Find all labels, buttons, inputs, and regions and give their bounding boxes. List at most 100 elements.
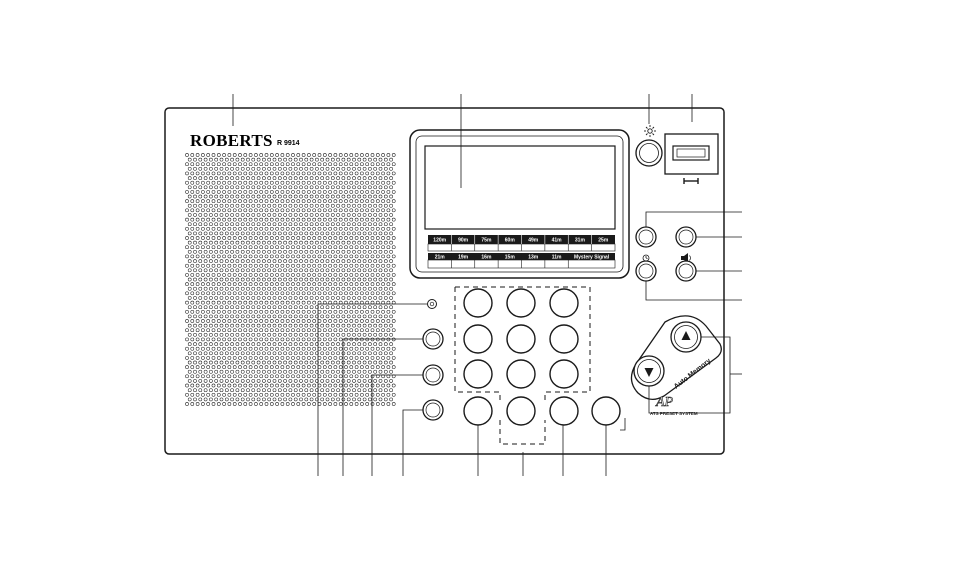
grille-hole bbox=[211, 236, 216, 240]
grille-hole bbox=[328, 402, 332, 406]
grille-hole bbox=[280, 226, 285, 231]
grille-hole bbox=[357, 185, 362, 190]
grille-hole bbox=[216, 190, 221, 194]
grille-hole bbox=[235, 369, 240, 374]
keypad-key-7[interactable] bbox=[463, 359, 493, 389]
grille-hole bbox=[224, 268, 229, 273]
grille-hole bbox=[203, 240, 208, 245]
grille-hole bbox=[285, 217, 290, 222]
keypad-key-1[interactable] bbox=[463, 288, 493, 318]
grille-hole bbox=[187, 286, 192, 291]
keypad-key-6[interactable] bbox=[549, 324, 579, 354]
grille-hole bbox=[216, 346, 221, 351]
grille-hole bbox=[312, 356, 317, 360]
grille-hole bbox=[368, 323, 372, 328]
grille-hole bbox=[264, 245, 269, 250]
grille-hole bbox=[224, 342, 229, 346]
grille-hole bbox=[312, 291, 317, 296]
keypad-key-4[interactable] bbox=[463, 324, 493, 354]
grille-hole bbox=[219, 268, 224, 273]
grille-hole bbox=[269, 190, 274, 194]
grille-hole bbox=[214, 231, 219, 236]
socket-slot[interactable] bbox=[672, 145, 710, 161]
grille-hole bbox=[391, 199, 396, 203]
grille-hole bbox=[259, 300, 264, 305]
grille-hole bbox=[333, 236, 338, 240]
grille-hole bbox=[354, 383, 359, 388]
grille-hole bbox=[232, 337, 237, 342]
grille-hole bbox=[365, 153, 370, 157]
grille-hole bbox=[322, 383, 327, 388]
grille-hole bbox=[219, 194, 224, 199]
grille-hole bbox=[195, 309, 200, 314]
grille-hole bbox=[187, 222, 192, 227]
keypad-key-5[interactable] bbox=[506, 324, 536, 354]
grille-hole bbox=[227, 374, 232, 379]
socket-slot-inner bbox=[676, 148, 706, 158]
grille-hole bbox=[185, 392, 189, 397]
bottom-key-4[interactable] bbox=[591, 396, 621, 426]
grille-hole bbox=[309, 314, 314, 319]
ap-logo: AP bbox=[655, 395, 674, 410]
grille-hole bbox=[254, 226, 258, 231]
grille-hole bbox=[272, 369, 277, 374]
grille-hole bbox=[256, 222, 261, 227]
grille-hole bbox=[301, 245, 306, 250]
grille-hole bbox=[320, 240, 325, 245]
grille-hole bbox=[291, 374, 295, 379]
grille-hole bbox=[383, 388, 388, 393]
grille-hole bbox=[193, 332, 197, 337]
grille-hole bbox=[325, 240, 330, 245]
bottom-key-3[interactable] bbox=[549, 396, 579, 426]
grille-hole bbox=[373, 213, 378, 217]
grille-hole bbox=[383, 379, 388, 383]
grille-hole bbox=[187, 176, 192, 180]
grille-hole bbox=[232, 309, 237, 314]
keypad-key-9[interactable] bbox=[549, 359, 579, 389]
grille-hole bbox=[365, 217, 370, 222]
grille-hole bbox=[262, 240, 266, 245]
grille-hole bbox=[235, 222, 240, 227]
grille-hole bbox=[381, 199, 385, 203]
grille-hole bbox=[275, 180, 279, 185]
grille-hole bbox=[304, 176, 309, 180]
grille-hole bbox=[357, 203, 362, 208]
grille-hole bbox=[222, 328, 226, 333]
grille-hole bbox=[370, 199, 375, 203]
grille-hole bbox=[322, 319, 327, 323]
grille-hole bbox=[190, 402, 195, 406]
grille-hole bbox=[309, 351, 314, 356]
grille-hole bbox=[352, 166, 356, 171]
grille-hole bbox=[349, 328, 354, 333]
grille-hole bbox=[288, 323, 293, 328]
grille-hole bbox=[304, 259, 309, 263]
grille-hole bbox=[381, 153, 385, 157]
grille-hole bbox=[185, 328, 189, 333]
grille-hole bbox=[325, 286, 330, 291]
leader-timer-button bbox=[645, 281, 742, 301]
grille-hole bbox=[193, 185, 197, 190]
grille-hole bbox=[293, 360, 298, 365]
grille-hole bbox=[187, 351, 192, 356]
grille-hole bbox=[190, 392, 195, 397]
grille-hole bbox=[254, 254, 258, 259]
bottom-key-2[interactable] bbox=[506, 396, 536, 426]
grille-hole bbox=[216, 208, 221, 213]
indicator-led-icon bbox=[427, 299, 437, 309]
grille-hole bbox=[338, 346, 343, 351]
keypad-key-3[interactable] bbox=[549, 288, 579, 318]
grille-hole bbox=[357, 157, 362, 162]
grille-hole bbox=[307, 337, 311, 342]
grille-hole bbox=[362, 286, 367, 291]
speaker-button-inner bbox=[678, 263, 694, 279]
keypad-key-8[interactable] bbox=[506, 359, 536, 389]
grille-hole bbox=[190, 171, 195, 176]
grille-hole bbox=[235, 388, 240, 393]
bottom-key-1[interactable] bbox=[463, 396, 493, 426]
grille-hole bbox=[375, 309, 380, 314]
display-bezel-inner bbox=[415, 135, 624, 273]
grille-hole bbox=[238, 337, 242, 342]
keypad-key-2[interactable] bbox=[506, 288, 536, 318]
grille-hole bbox=[280, 365, 285, 369]
grille-hole bbox=[346, 305, 351, 310]
